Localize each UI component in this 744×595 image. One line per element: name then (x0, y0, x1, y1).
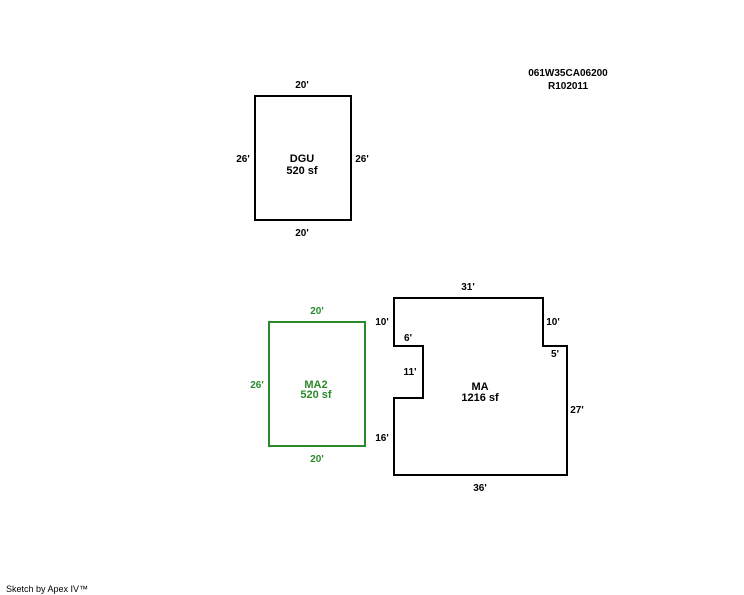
ma-dim-left-upper: 10' (375, 317, 389, 328)
dgu-dim-left: 26' (236, 154, 250, 165)
ma2-dim-left: 26' (250, 380, 264, 391)
dgu-size: 520 sf (286, 165, 318, 177)
ma-name: MA (471, 381, 488, 393)
parcel-id: 061W35CA06200 (528, 68, 608, 79)
area-dgu: 20' 20' 26' 26' DGU 520 sf (236, 80, 369, 239)
account-id: R102011 (548, 81, 588, 92)
ma-dim-notch-top: 6' (404, 333, 412, 344)
dgu-outline (254, 95, 352, 221)
ma-dim-bottom: 36' (473, 483, 487, 494)
apex-credit: Sketch by Apex IV™ (6, 584, 88, 594)
ma-dim-top: 31' (461, 282, 475, 293)
area-ma: 31' 10' 6' 11' 16' 10' 5' 27' 36' MA 121… (375, 282, 584, 494)
ma2-dim-top: 20' (310, 306, 324, 317)
ma-size: 1216 sf (461, 392, 499, 404)
ma-dim-notch-side: 11' (404, 367, 417, 378)
ma2-name: MA2 (304, 379, 327, 391)
dgu-name: DGU (290, 153, 315, 165)
ma-dim-right-lower: 27' (570, 405, 584, 416)
ma2-dim-bottom: 20' (310, 454, 324, 465)
ma-dim-left-lower: 16' (375, 433, 389, 444)
dgu-dim-bottom: 20' (295, 228, 309, 239)
area-ma2: 20' 20' 26' MA2 520 sf (250, 306, 366, 465)
ma2-outline (268, 321, 366, 447)
ma-outline (393, 297, 568, 476)
dgu-dim-top: 20' (295, 80, 309, 91)
ma-dim-right-upper: 10' (546, 317, 560, 328)
dgu-dim-right: 26' (355, 154, 369, 165)
ma2-size: 520 sf (300, 389, 332, 401)
ma-dim-step: 5' (551, 349, 559, 360)
